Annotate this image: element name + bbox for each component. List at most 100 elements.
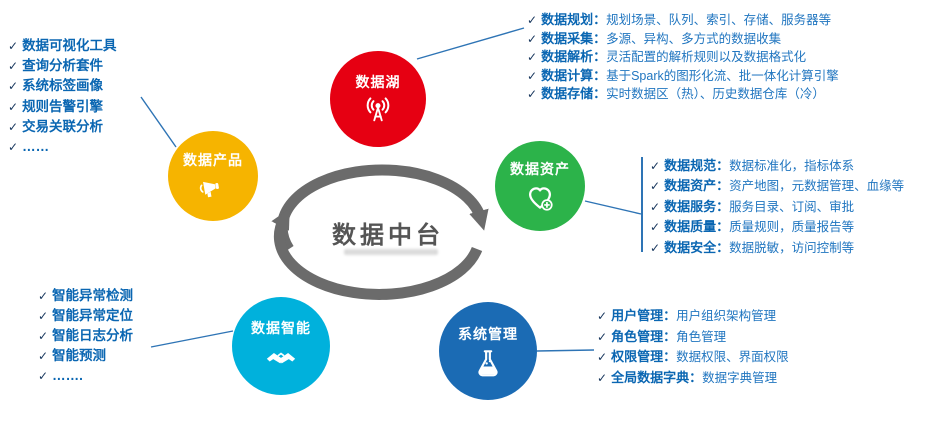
check-icon: ✓ <box>8 59 19 74</box>
list-item: ✓查询分析套件 <box>8 56 117 76</box>
check-icon: ✓ <box>8 79 19 94</box>
list-item: ✓数据存储：实时数据区（热）、历史数据仓库（冷） <box>527 85 839 104</box>
list-item: ✓智能日志分析 <box>38 326 133 346</box>
item-label: 数据资产： <box>664 178 730 194</box>
list-item: ✓数据解析：灵活配置的解析规则以及数据格式化 <box>527 48 839 67</box>
connector-system-management <box>536 349 595 352</box>
list-item: ✓数据计算：基于Spark的图形化流、批一体化计算引擎 <box>527 67 839 86</box>
list-item: ✓数据资产：资产地图，元数据管理、血缘等 <box>650 176 904 196</box>
item-label: 数据安全： <box>664 239 730 255</box>
node-label: 系统管理 <box>458 325 518 342</box>
check-icon: ✓ <box>597 329 608 344</box>
node-system-management: 系统管理 <box>439 302 537 400</box>
item-desc: 服务目录、订阅、审批 <box>729 199 855 214</box>
broadcast-tower-icon <box>366 96 390 121</box>
check-icon: ✓ <box>597 350 608 365</box>
check-icon: ✓ <box>527 87 538 102</box>
check-icon: ✓ <box>38 309 49 323</box>
check-icon: ✓ <box>8 99 19 114</box>
node-data-asset: 数据资产 <box>495 141 585 231</box>
item-desc: 数据权限、界面权限 <box>676 350 789 365</box>
item-label: 数据规范： <box>664 158 730 173</box>
node-label: 数据智能 <box>251 319 311 336</box>
data-product-feature-list: ✓数据可视化工具✓查询分析套件✓系统标签画像✓规则告警引擎✓交易关联分析✓…… <box>8 36 117 157</box>
list-item: ✓系统标签画像 <box>8 76 117 96</box>
connector-data-product <box>140 96 177 148</box>
connector-data-asset <box>584 200 642 215</box>
list-item: ✓数据规划：规划场景、队列、索引、存储、服务器等 <box>527 11 839 30</box>
node-label: 数据湖 <box>355 73 401 90</box>
item-desc: 数据字典管理 <box>702 370 778 385</box>
check-icon: ✓ <box>527 50 538 65</box>
item-label: 查询分析套件 <box>22 58 104 74</box>
item-desc: 数据标准化，指标体系 <box>729 159 855 173</box>
item-desc: 数据脱敏，访问控制等 <box>729 240 855 255</box>
check-icon: ✓ <box>650 220 661 235</box>
check-icon: ✓ <box>650 199 661 214</box>
list-item: ✓……. <box>38 366 133 386</box>
megaphone-icon <box>199 181 219 197</box>
list-item: ✓用户管理：用户组织架构管理 <box>597 306 789 327</box>
check-icon: ✓ <box>650 179 661 194</box>
connector-lines <box>140 27 643 352</box>
node-data-lake: 数据湖 <box>330 51 426 147</box>
check-icon: ✓ <box>38 369 49 383</box>
item-label: 交易关联分析 <box>22 118 104 134</box>
item-label: 智能异常定位 <box>52 308 134 323</box>
item-label: 数据规划： <box>541 12 607 27</box>
list-item: ✓…… <box>8 137 117 157</box>
item-desc: 实时数据区（热）、历史数据仓库（冷） <box>606 87 825 102</box>
center-subtitle-blur <box>344 249 438 255</box>
list-item: ✓交易关联分析 <box>8 117 117 137</box>
list-item: ✓全局数据字典：数据字典管理 <box>597 368 789 389</box>
list-item: ✓智能异常检测 <box>38 286 133 306</box>
node-label: 数据产品 <box>183 151 243 168</box>
cycle-arrow-bottom <box>271 208 483 300</box>
heart-plus-icon <box>529 186 553 211</box>
item-desc: 规划场景、队列、索引、存储、服务器等 <box>606 13 832 27</box>
item-desc: 灵活配置的解析规则以及数据格式化 <box>606 50 807 65</box>
item-label: 数据质量： <box>664 219 730 235</box>
item-desc: 质量规则，质量报告等 <box>729 220 855 235</box>
node-label: 数据资产 <box>510 160 570 177</box>
connector-data-intelligence <box>150 330 234 348</box>
cycle-arrows <box>271 164 489 300</box>
item-label: 用户管理： <box>611 308 677 323</box>
data-asset-feature-list: ✓数据规范：数据标准化，指标体系✓数据资产：资产地图，元数据管理、血缘等✓数据服… <box>650 156 904 258</box>
item-label: 数据可视化工具 <box>22 38 117 53</box>
item-label: …… <box>22 139 50 155</box>
check-icon: ✓ <box>597 309 608 323</box>
item-desc: 角色管理 <box>676 329 727 344</box>
item-label: 规则告警引擎 <box>22 98 104 114</box>
item-label: 全局数据字典： <box>611 369 703 385</box>
check-icon: ✓ <box>597 370 608 385</box>
check-icon: ✓ <box>38 349 49 363</box>
item-label: 数据解析： <box>541 49 607 65</box>
node-data-product: 数据产品 <box>168 131 258 221</box>
data-intelligence-feature-list: ✓智能异常检测✓智能异常定位✓智能日志分析✓智能预测✓……. <box>38 286 133 386</box>
item-label: 智能预测 <box>52 348 107 363</box>
check-icon: ✓ <box>8 39 19 53</box>
item-desc: 资产地图，元数据管理、血缘等 <box>729 179 905 194</box>
handshake-icon <box>266 352 296 363</box>
list-item: ✓数据质量：质量规则，质量报告等 <box>650 217 904 237</box>
check-icon: ✓ <box>650 240 661 255</box>
data-lake-feature-list: ✓数据规划：规划场景、队列、索引、存储、服务器等✓数据采集：多源、异构、多方式的… <box>527 11 839 104</box>
list-item: ✓数据可视化工具 <box>8 36 117 56</box>
flask-icon <box>478 349 498 376</box>
list-item: ✓数据规范：数据标准化，指标体系 <box>650 156 904 176</box>
list-item: ✓数据安全：数据脱敏，访问控制等 <box>650 238 904 258</box>
check-icon: ✓ <box>527 68 538 83</box>
list-item: ✓数据采集：多源、异构、多方式的数据收集 <box>527 30 839 49</box>
item-desc: 基于Spark的图形化流、批一体化计算引擎 <box>606 68 839 83</box>
list-item: ✓智能异常定位 <box>38 306 133 326</box>
item-label: 智能日志分析 <box>52 328 134 343</box>
item-label: 智能异常检测 <box>52 288 134 303</box>
node-data-intelligence: 数据智能 <box>232 297 330 395</box>
check-icon: ✓ <box>8 140 19 155</box>
item-desc: 多源、异构、多方式的数据收集 <box>606 31 782 46</box>
center-title: 数据中台 <box>332 222 444 249</box>
list-item: ✓权限管理：数据权限、界面权限 <box>597 347 789 368</box>
